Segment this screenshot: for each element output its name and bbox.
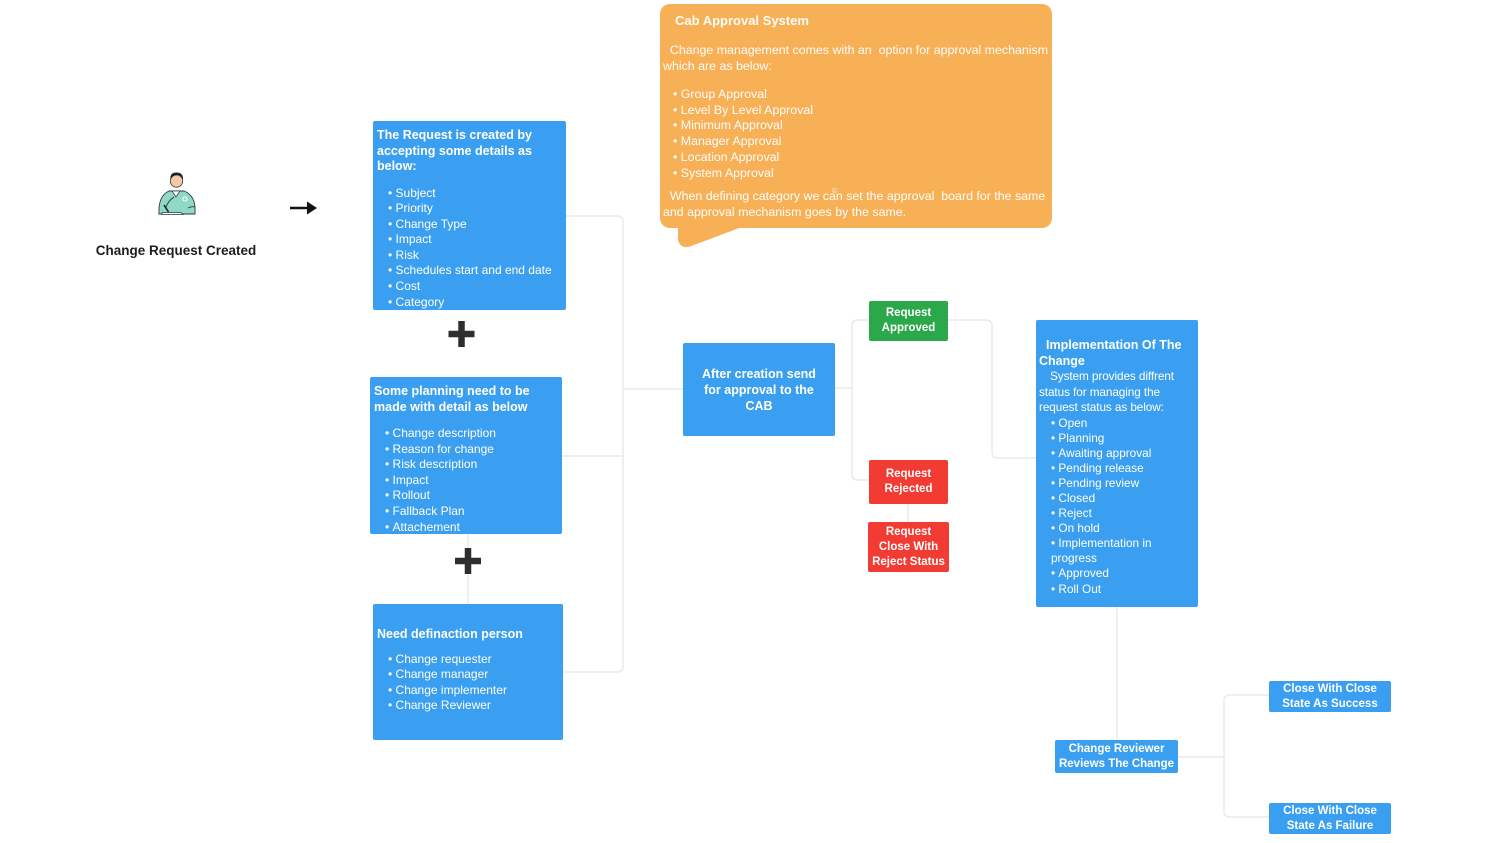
plus-icon — [455, 548, 481, 574]
node-change-reviewer[interactable]: Change Reviewer Reviews The Change — [1055, 740, 1178, 773]
node-request-approved[interactable]: Request Approved — [869, 301, 948, 341]
bullet-item: Rollout — [385, 488, 558, 504]
bullet-item: Location Approval — [673, 150, 1048, 166]
node-request-rejected[interactable]: Request Rejected — [869, 460, 948, 504]
node-title: Implementation Of The Change — [1039, 338, 1182, 368]
bullet-item: Impact — [388, 232, 562, 248]
node-label: Change Reviewer Reviews The Change — [1058, 742, 1175, 770]
bullet-item: Approved — [1051, 566, 1196, 581]
bullet-item: Fallback Plan — [385, 504, 558, 520]
bullet-list: Change descriptionReason for changeRisk … — [374, 426, 558, 535]
node-close-with-reject-status[interactable]: Request Close With Reject Status — [868, 522, 949, 572]
bullet-item: Level By Level Approval — [673, 103, 1048, 119]
node-label: After creation send for approval to the … — [702, 366, 816, 413]
bullet-item: Open — [1051, 416, 1196, 431]
bullet-item: Category — [388, 295, 562, 311]
note-title: Cab Approval System — [675, 13, 809, 28]
bullet-item: Awaiting approval — [1051, 446, 1196, 461]
note-footer: When defining category we can set the ap… — [663, 189, 1049, 219]
bullet-item: Attachement — [385, 520, 558, 536]
bullet-list: Change requesterChange managerChange imp… — [377, 652, 559, 714]
bullet-item: Closed — [1051, 491, 1196, 506]
bullet-item: Change implementer — [388, 683, 559, 699]
start-label: Change Request Created — [95, 243, 257, 258]
note-intro: Change management comes with an option f… — [663, 43, 1052, 73]
bullet-item: Pending release — [1051, 461, 1196, 476]
cab-approval-note[interactable]: Cab Approval System Change management co… — [660, 4, 1052, 228]
note-tail — [678, 227, 742, 248]
node-title: Some planning need to be made with detai… — [374, 384, 530, 414]
plus-icon — [448, 321, 475, 347]
node-close-failure[interactable]: Close With Close State As Failure — [1269, 803, 1391, 834]
node-label: Request Close With Reject Status — [872, 525, 945, 568]
node-close-success[interactable]: Close With Close State As Success — [1269, 681, 1391, 712]
bullet-item: System Approval — [673, 166, 1048, 182]
bullet-item: Pending review — [1051, 476, 1196, 491]
node-title: The Request is created by accepting some… — [377, 128, 532, 173]
node-definition-person[interactable]: Need definaction person Change requester… — [373, 604, 563, 740]
node-label: Close With Close State As Failure — [1283, 804, 1377, 832]
bullet-item: Risk description — [385, 457, 558, 473]
bullet-item: Implementation in progress — [1051, 536, 1196, 566]
bullet-item: On hold — [1051, 521, 1196, 536]
bullet-item: Change description — [385, 426, 558, 442]
bullet-item: Cost — [388, 279, 562, 295]
node-planning-details[interactable]: Some planning need to be made with detai… — [370, 377, 562, 534]
node-send-for-approval[interactable]: After creation send for approval to the … — [683, 343, 835, 436]
bullet-list: SubjectPriorityChange TypeImpactRiskSche… — [377, 186, 562, 311]
node-implementation[interactable]: Implementation Of The Change System prov… — [1036, 320, 1198, 607]
bullet-item: Subject — [388, 186, 562, 202]
node-request-details[interactable]: The Request is created by accepting some… — [373, 121, 566, 310]
bullet-item: Risk — [388, 248, 562, 264]
bullet-item: Planning — [1051, 431, 1196, 446]
bullet-item: Minimum Approval — [673, 118, 1048, 134]
bullet-item: Manager Approval — [673, 134, 1048, 150]
bullet-item: Schedules start and end date — [388, 263, 562, 279]
node-label: Close With Close State As Success — [1282, 682, 1378, 710]
bullet-item: Change Type — [388, 217, 562, 233]
node-label: Request Approved — [881, 307, 936, 334]
node-subtitle: System provides diffrent status for mana… — [1039, 369, 1174, 414]
person-writing-icon[interactable] — [150, 168, 202, 218]
bullet-item: Change manager — [388, 667, 559, 683]
bullet-item: Change Reviewer — [388, 698, 559, 714]
bullet-item: Reject — [1051, 506, 1196, 521]
node-title: Need definaction person — [377, 627, 523, 641]
bullet-item: Roll Out — [1051, 582, 1196, 597]
bullet-item: Reason for change — [385, 442, 558, 458]
bullet-item: Priority — [388, 201, 562, 217]
right-arrow-icon — [290, 201, 317, 215]
note-bullet-list: Group ApprovalLevel By Level ApprovalMin… — [663, 87, 1048, 181]
copyright-mark: © — [832, 188, 838, 195]
bullet-item: Impact — [385, 473, 558, 489]
bullet-item: Group Approval — [673, 87, 1048, 103]
bullet-list: OpenPlanningAwaiting approvalPending rel… — [1039, 416, 1196, 597]
node-label: Request Rejected — [884, 468, 933, 495]
bullet-item: Change requester — [388, 652, 559, 668]
